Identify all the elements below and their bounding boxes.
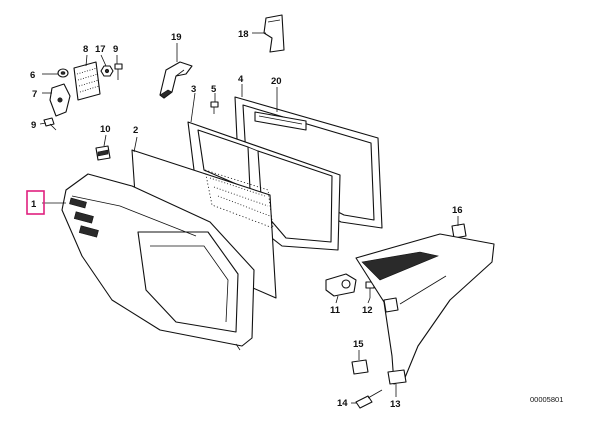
- part-9-screw-upper[interactable]: [114, 63, 123, 80]
- part-19-bracket[interactable]: [159, 61, 193, 99]
- part-5-screw[interactable]: [210, 101, 219, 114]
- part-1-trim-shell[interactable]: [61, 173, 255, 351]
- callout-16[interactable]: 16: [452, 205, 463, 216]
- callout-1[interactable]: 1: [31, 199, 37, 210]
- part-9-screw-lower[interactable]: [43, 117, 57, 131]
- part-18-tag[interactable]: [263, 14, 285, 53]
- callout-9-upper[interactable]: 9: [113, 44, 118, 55]
- callout-19[interactable]: 19: [171, 32, 182, 43]
- callout-12[interactable]: 12: [362, 305, 373, 316]
- part-13-side-trim[interactable]: [355, 233, 495, 385]
- part-17-nut[interactable]: [100, 65, 114, 77]
- callout-5[interactable]: 5: [211, 84, 217, 95]
- callout-2[interactable]: 2: [133, 125, 138, 136]
- part-7-bracket[interactable]: [49, 83, 71, 117]
- part-11-latch[interactable]: [325, 273, 357, 297]
- callout-1-highlight: [26, 190, 45, 215]
- callout-20[interactable]: 20: [271, 76, 282, 87]
- callout-8[interactable]: 8: [83, 44, 88, 55]
- callout-10[interactable]: 10: [100, 124, 111, 135]
- part-8-vent[interactable]: [73, 61, 101, 101]
- callout-15[interactable]: 15: [353, 339, 364, 350]
- part-16-cap[interactable]: [451, 223, 467, 239]
- callout-14[interactable]: 14: [337, 398, 348, 409]
- part-6-washer[interactable]: [57, 68, 69, 78]
- part-14-screw[interactable]: [355, 389, 383, 409]
- part-20-label[interactable]: [254, 111, 307, 131]
- callout-18[interactable]: 18: [238, 29, 249, 40]
- callout-7[interactable]: 7: [32, 89, 37, 100]
- callout-6[interactable]: 6: [30, 70, 35, 81]
- part-15-clip[interactable]: [351, 359, 369, 375]
- callout-4[interactable]: 4: [238, 74, 244, 85]
- callout-9-lower[interactable]: 9: [31, 120, 36, 131]
- callout-11[interactable]: 11: [330, 305, 341, 316]
- leader-lines: [39, 32, 459, 404]
- callout-labels: 1 2 3 4 5 6 7 8 9 9 10 11 12 13 14 15 16…: [26, 29, 463, 410]
- callout-13[interactable]: 13: [390, 399, 401, 410]
- callout-17[interactable]: 17: [95, 44, 106, 55]
- part-10-clip[interactable]: [95, 145, 111, 161]
- callout-3[interactable]: 3: [191, 84, 196, 95]
- document-number: 00005801: [530, 395, 563, 404]
